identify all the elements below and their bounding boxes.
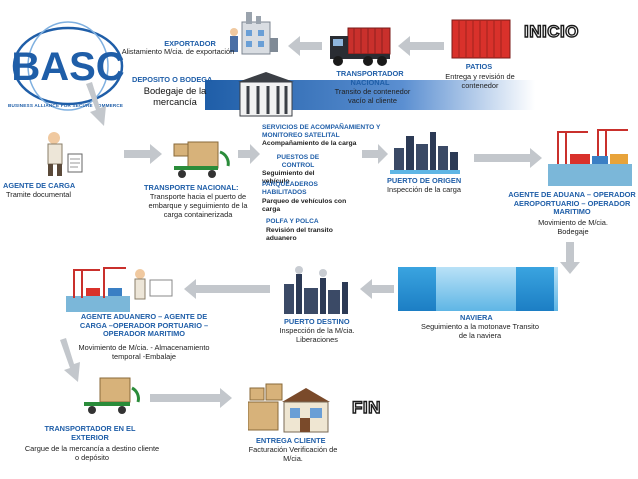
puerto-destino-title: PUERTO DESTINO	[284, 317, 350, 326]
transportador-nacional-desc: Transito de contenedor vacío al cliente	[334, 87, 411, 105]
truck-icon	[330, 27, 391, 66]
inicio-label: INICIO	[523, 21, 579, 41]
transportador-exterior-desc: Cargue de la mercancía a destino cliente…	[24, 444, 160, 462]
agente-carga-desc: Tramite documental	[6, 190, 72, 199]
agente-aduanero-desc: Movimiento de M/cia. - Almacenamiento te…	[78, 343, 210, 361]
transportador-exterior-title: TRANSPORTADOR EN EL EXTERIOR	[44, 424, 136, 442]
agente-aduana-desc: Movimiento de M/cia. Bodegaje	[538, 218, 608, 236]
store-delivery-icon	[248, 383, 330, 433]
puerto-destino-desc: Inspección de la M/cia. Liberaciones	[279, 326, 355, 344]
agent-worker-icon	[47, 132, 83, 176]
puestos-desc: Seguimiento del vehículo	[262, 170, 315, 186]
naviera-desc: Seguimiento a la motonave Transito de la…	[421, 322, 539, 340]
arrow-patios-transportador	[398, 36, 444, 56]
arrow-aduana-down	[560, 242, 580, 274]
factory-worker-icon	[230, 12, 278, 55]
puestos-title: PUESTOS DE CONTROL	[276, 154, 320, 169]
puerto-origen-desc: Inspección de la carga	[387, 185, 461, 194]
arrow-transporte-center	[238, 144, 260, 164]
exportador-title: EXPORTADOR	[164, 39, 216, 48]
port-city-icon	[390, 132, 460, 174]
forklift-exterior-icon	[84, 377, 140, 414]
agente-aduanero-title: AGENTE ADUANERO – AGENTE DE CARGA –OPERA…	[79, 312, 209, 339]
container-icon	[451, 19, 511, 59]
arrow-destino-aduanero	[184, 279, 270, 299]
puerto-origen-title: PUERTO DE ORIGEN	[387, 176, 462, 185]
arrow-naviera-destino	[360, 279, 394, 299]
patios-desc: Entrega y revisión de contenedor	[445, 72, 515, 90]
parqueaderos-title: PARQUEADEROS HABILITADOS	[262, 181, 318, 196]
port-cranes-icon	[548, 129, 632, 186]
entrega-cliente-title: ENTREGA CLIENTE	[256, 436, 326, 445]
arrow-agente-transporte	[124, 144, 162, 164]
logo-tagline: BUSINESS ALLIANCE FOR SECURE COMMERCE	[8, 103, 124, 108]
parqueaderos-desc: Parqueo de vehículos con carga	[262, 198, 347, 214]
ship-icon	[398, 267, 436, 311]
exportador-desc: Alistamiento M/cia. de exportación	[121, 47, 235, 56]
polfa-title: POLFA Y POLCA	[266, 218, 319, 225]
cranes-workers-icon	[66, 267, 173, 312]
entrega-cliente-desc: Facturación Verificación de M/cia.	[248, 445, 338, 463]
fin-label: FIN	[351, 397, 381, 417]
transportador-nacional-title: TRANSPORTADOR NACIONAL	[336, 69, 404, 87]
transporte-nacional-desc: Transporte hacia el puerto de embarque y…	[148, 192, 248, 219]
factory-destination-icon	[284, 266, 348, 314]
servicios-desc: Acompañamiento de la carga	[262, 140, 357, 147]
ship-icon-2	[516, 267, 554, 311]
warehouse-icon	[238, 72, 294, 117]
forklift-boxes-icon	[173, 141, 230, 178]
arrow-center-puerto	[362, 144, 388, 164]
arrow-puerto-aduana	[474, 148, 542, 168]
basc-logo: BASC	[11, 21, 125, 111]
servicios-title: SERVICIOS DE ACOMPAÑAMIENTO Y MONITOREO …	[262, 124, 381, 139]
polfa-desc: Revisión del transito aduanero	[266, 227, 333, 243]
agente-aduana-title: AGENTE DE ADUANA – OPERADOR AEROPORTUARI…	[508, 190, 636, 217]
arrow-exterior-entrega	[150, 388, 232, 408]
agente-carga-title: AGENTE DE CARGA	[3, 181, 76, 190]
arrow-transportador-exportador	[288, 36, 322, 56]
logo-brand: BASC	[11, 45, 124, 89]
naviera-title: NAVIERA	[460, 313, 493, 322]
patios-title: PATIOS	[465, 62, 493, 71]
transporte-nacional-title: TRANSPORTE NACIONAL:	[144, 183, 239, 192]
deposito-title: DEPOSITO O BODEGA	[132, 75, 213, 84]
deposito-desc: Bodegaje de la mercancía	[143, 85, 207, 107]
